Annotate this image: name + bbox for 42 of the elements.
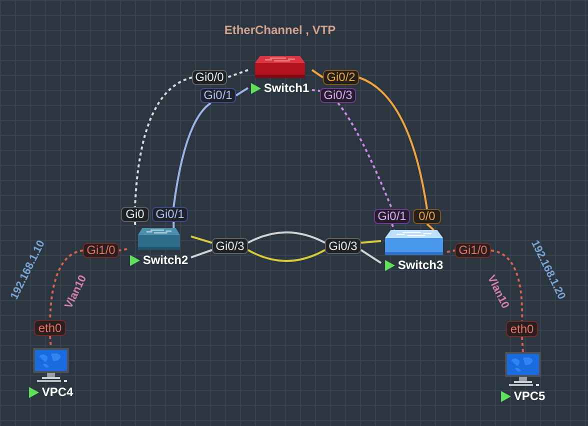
link-line (118, 248, 128, 252)
link-line (490, 250, 524, 321)
port-label: Gi0/1 (152, 207, 188, 222)
port-label: Gi1/0 (83, 243, 119, 258)
port-label: Gi0/0 (192, 70, 227, 85)
port-label: Gi1/0 (455, 243, 491, 258)
device-name: Switch2 (142, 253, 188, 267)
port-label: 0/0 (413, 209, 441, 224)
port-label: Gi0/3 (325, 238, 361, 254)
link-line (311, 69, 324, 78)
link-line (172, 222, 175, 228)
link-line (226, 69, 248, 78)
device-name: VPC4 (42, 385, 74, 399)
link-line (358, 76, 428, 210)
link-line (391, 224, 396, 230)
device-name: VPC5 (514, 389, 546, 403)
port-label: Gi0 (121, 207, 149, 222)
device-name: Switch1 (264, 81, 310, 95)
link-line (337, 102, 393, 210)
device-name: Switch3 (398, 258, 444, 272)
link-line (360, 240, 382, 244)
port-label: eth0 (506, 321, 538, 337)
port-label: eth0 (34, 320, 66, 336)
link-line (360, 249, 382, 264)
link-line (248, 249, 326, 262)
link-line (426, 223, 434, 231)
link-line (134, 76, 192, 208)
port-label: Gi0/3 (212, 238, 248, 254)
port-label: Gi0/1 (374, 209, 410, 224)
link-line (190, 235, 212, 244)
link-line (312, 89, 320, 92)
link-line (49, 250, 84, 320)
diagram-title: EtherChannel , VTP (224, 23, 336, 37)
port-label: Gi0/3 (320, 88, 356, 103)
link-line (172, 102, 212, 208)
link-line (446, 250, 456, 253)
link-line (521, 336, 524, 352)
link-line (190, 249, 212, 258)
port-label: Gi0/2 (323, 70, 359, 85)
port-label: Gi0/1 (200, 88, 236, 103)
link-line (248, 231, 326, 244)
link-line (235, 87, 249, 96)
